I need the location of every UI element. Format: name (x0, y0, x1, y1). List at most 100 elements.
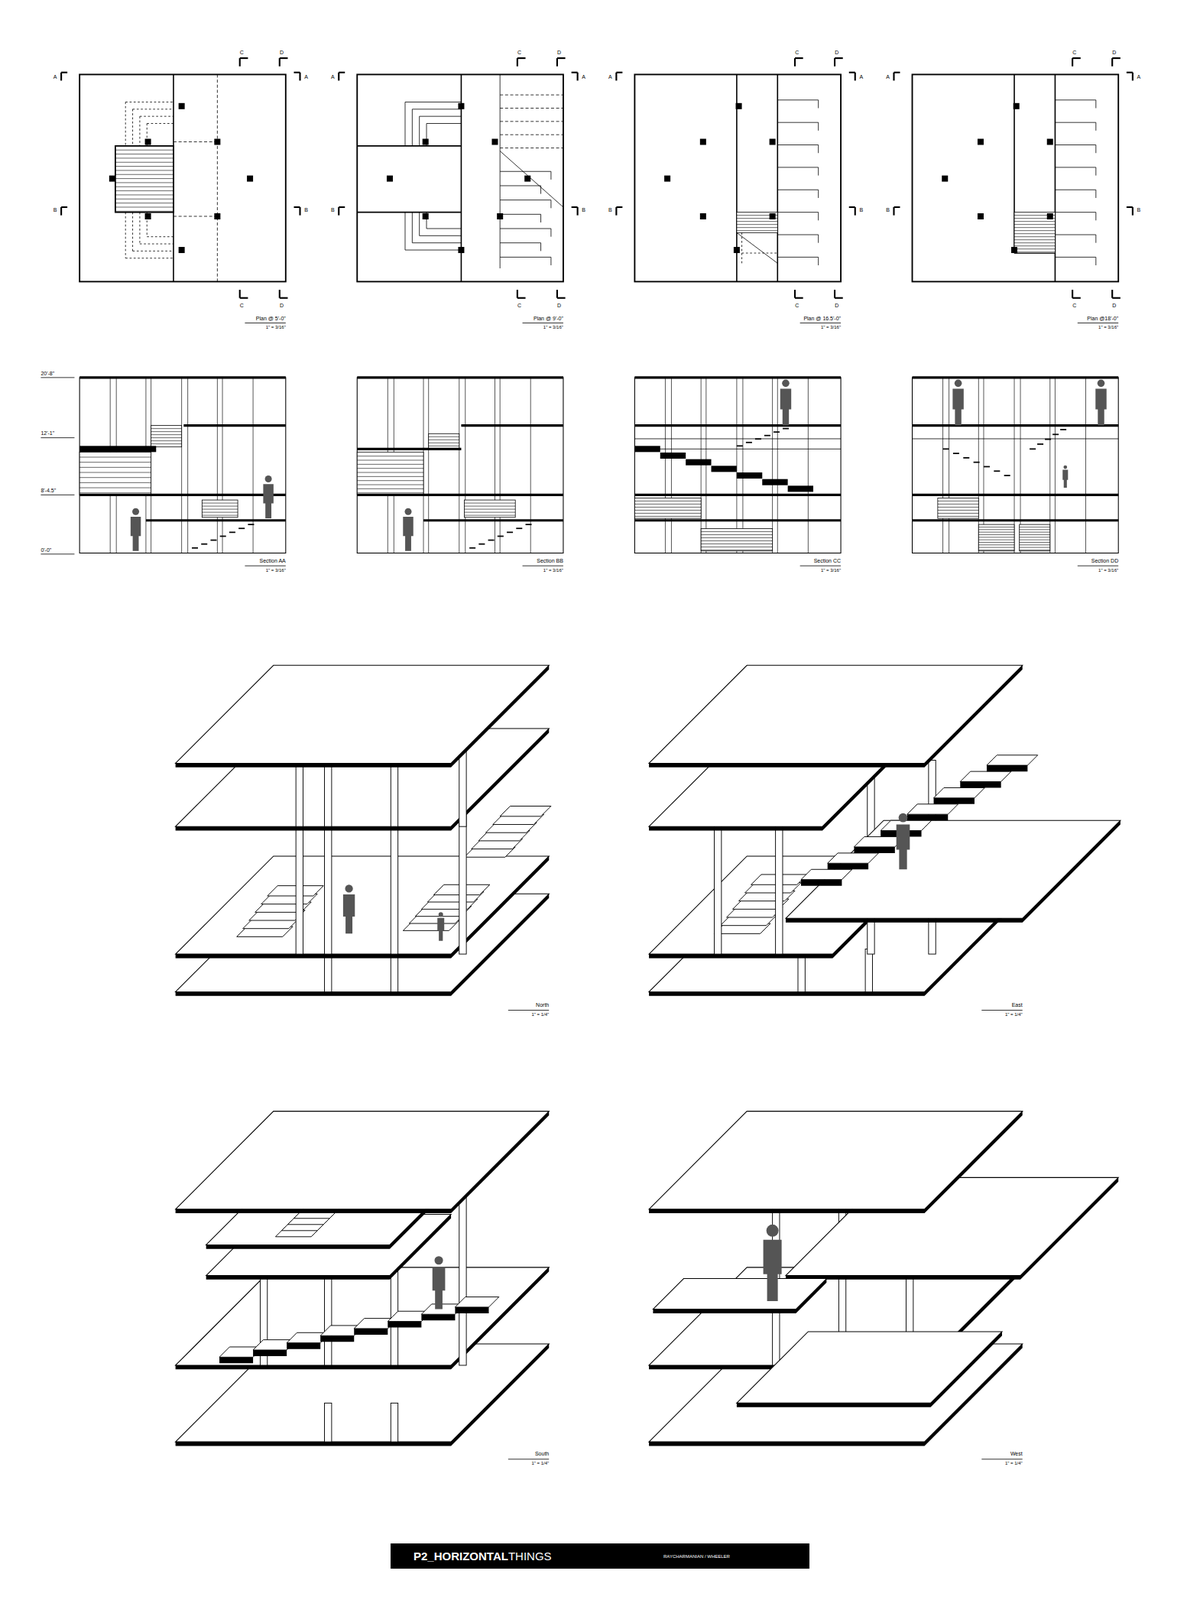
drawn-line (937, 515, 979, 517)
stair-tread (907, 804, 959, 815)
column-mark (1047, 139, 1054, 146)
column-mark (178, 103, 185, 110)
drawn-line (736, 227, 778, 228)
drawn-line (494, 377, 496, 554)
drawn-line (742, 252, 779, 254)
drawn-line (807, 377, 809, 554)
drawn-line (428, 439, 460, 441)
figure-head (434, 1255, 444, 1265)
drawn-line (132, 108, 174, 110)
drawn-line (201, 502, 238, 504)
figure-body (896, 824, 911, 870)
drawn-line (978, 526, 1015, 528)
drawn-line (418, 116, 420, 146)
drawn-rect (356, 451, 424, 495)
human-figure (343, 884, 355, 934)
column-mark (700, 139, 707, 146)
drawn-line (463, 505, 516, 507)
drawn-line (488, 539, 495, 542)
drawn-line (794, 57, 804, 59)
drawn-line (298, 207, 301, 216)
column-mark (1047, 213, 1054, 220)
drawn-line (337, 207, 340, 216)
drawn-line (60, 72, 62, 82)
drawn-line (1112, 297, 1121, 299)
drawn-rect (1019, 524, 1051, 552)
drawn-line (499, 94, 564, 96)
drawn-line (79, 461, 151, 463)
drawn-line (912, 424, 1119, 427)
drawn-line (736, 232, 778, 263)
drawn-line (508, 1458, 549, 1460)
drawn-line (499, 214, 541, 215)
drawn-line (499, 184, 541, 186)
drawn-line (1019, 531, 1051, 533)
drawn-line (571, 71, 578, 74)
drawn-line (419, 235, 462, 237)
column-mark (1013, 103, 1020, 110)
plate-edge (648, 1111, 1023, 1213)
drawn-line (40, 437, 75, 438)
drawn-line (794, 297, 804, 299)
drawn-line (978, 531, 1015, 533)
drawn-line (1095, 234, 1097, 244)
plate-edge (175, 664, 550, 767)
column-mark (386, 175, 393, 182)
figure-body (262, 483, 273, 519)
section-marker-letter: C (794, 49, 799, 56)
drawn-line (238, 527, 245, 529)
section-marker-letter: C (240, 302, 244, 309)
drawing-label: 1" = 3/16" (820, 567, 841, 573)
drawn-line (115, 194, 174, 195)
drawn-line (993, 470, 1000, 472)
section-marker-letter: B (304, 206, 309, 212)
section-marker-letter: C (1072, 49, 1077, 56)
drawn-line (1131, 207, 1134, 216)
drawn-line (240, 297, 249, 299)
drawn-line (151, 437, 182, 438)
drawn-rect (912, 74, 1119, 282)
drawing-label: Section CC (814, 557, 841, 564)
column-mark (524, 175, 531, 182)
drawn-line (615, 207, 617, 216)
stair-riser (801, 879, 842, 886)
floor-plate (175, 664, 550, 763)
section-marker-letter: B (885, 206, 890, 212)
drawn-line (79, 493, 286, 497)
figure-body (1062, 470, 1068, 488)
drawn-line (700, 531, 772, 532)
drawn-line (173, 215, 218, 217)
drawn-line (912, 437, 1119, 439)
human-figure (130, 508, 141, 552)
drawn-line (978, 541, 1015, 543)
drawn-line (942, 377, 944, 554)
drawn-line (125, 257, 174, 259)
drawn-line (700, 543, 772, 545)
drawn-rect (390, 1402, 398, 1442)
drawn-line (634, 493, 841, 497)
column-mark (733, 246, 740, 253)
section-marker-letter: B (859, 206, 863, 212)
author-credit: RAYCHARMANIAN / WHEELER (663, 1553, 730, 1559)
drawn-line (854, 72, 857, 82)
drawn-line (139, 116, 174, 117)
drawn-line (220, 535, 227, 538)
drawn-line (773, 431, 780, 433)
drawn-line (1019, 549, 1051, 551)
drawn-line (239, 289, 241, 299)
column-mark (769, 213, 776, 220)
drawn-line (146, 123, 174, 124)
drawn-line (499, 242, 541, 244)
drawn-line (817, 122, 819, 131)
drawn-line (550, 228, 552, 237)
drawn-line (1052, 433, 1059, 435)
drawn-line (356, 472, 424, 474)
drawn-line (356, 460, 424, 461)
human-figure (432, 1255, 446, 1309)
drawn-rect (711, 465, 737, 472)
drawn-line (736, 220, 778, 222)
drawn-line (1054, 234, 1096, 236)
drawn-line (428, 445, 460, 447)
drawn-rect (79, 445, 156, 452)
drawn-rect (634, 445, 660, 452)
